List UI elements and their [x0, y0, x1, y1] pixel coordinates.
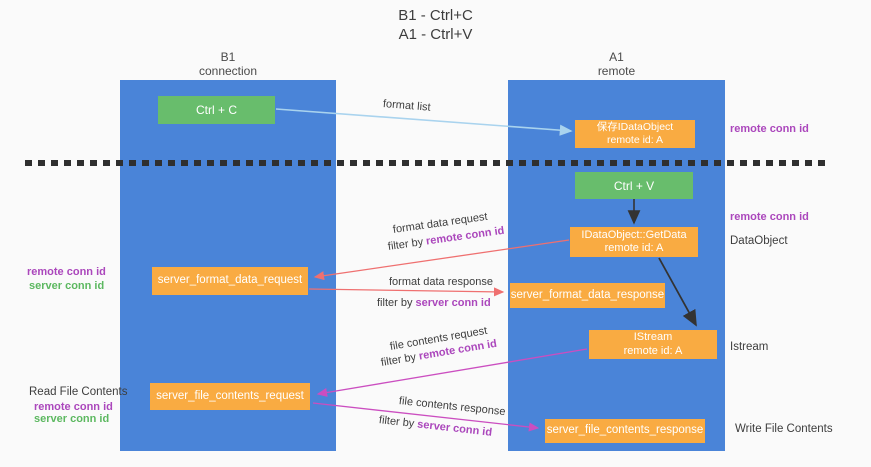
server-format-data-request-label: server_format_data_request	[157, 274, 303, 287]
server-file-contents-response-box: server_file_contents_response	[545, 419, 705, 443]
lifeline-right-header: A1 remote	[508, 50, 725, 78]
server-format-data-response-label: server_format_data_response	[510, 288, 665, 301]
server-file-contents-response-label: server_file_contents_response	[546, 424, 704, 437]
remote-conn-id-annotation-left-mid: remote conn id	[27, 266, 106, 278]
lifeline-right-role: remote	[597, 64, 636, 78]
lifeline-left-header: B1 connection	[120, 50, 336, 78]
diagram-title-line2: A1 - Ctrl+V	[398, 26, 473, 43]
diagram-title-line1: B1 - Ctrl+C	[398, 7, 473, 24]
server-conn-id-text: server conn id	[416, 418, 493, 439]
save-idataobject-box: 保存IDataObject remote id: A	[575, 120, 695, 148]
ctrl-v-box: Ctrl + V	[575, 172, 693, 199]
server-conn-id-annotation-left-bottom: server conn id	[34, 413, 110, 425]
file-contents-response-filter-label: filter by server conn id	[378, 414, 492, 439]
remote-conn-id-annotation-mid: remote conn id	[730, 211, 809, 223]
ctrl-c-label: Ctrl + C	[195, 103, 237, 117]
remote-conn-id-annotation-left-bottom: remote conn id	[34, 401, 113, 413]
istream-annotation: Istream	[730, 341, 769, 353]
read-file-contents-annotation: Read File Contents	[29, 386, 128, 398]
istream-box: IStream remote id: A	[589, 330, 717, 359]
server-conn-id-text: server conn id	[415, 297, 491, 309]
server-conn-id-annotation-left-mid: server conn id	[29, 280, 105, 292]
ctrl-v-label: Ctrl + V	[613, 178, 655, 193]
istream-line1: IStream	[633, 331, 673, 343]
remote-conn-id-annotation-top: remote conn id	[730, 123, 809, 135]
diagram-title: B1 - Ctrl+C A1 - Ctrl+V	[0, 6, 871, 44]
ctrl-c-box: Ctrl + C	[158, 96, 275, 124]
format-data-response-label: format data response	[389, 276, 493, 288]
lifeline-right-name: A1	[609, 50, 624, 64]
lifeline-left-role: connection	[198, 64, 258, 78]
filter-by-text: filter by	[377, 297, 416, 309]
getdata-line1: IDataObject::GetData	[581, 228, 687, 241]
format-list-label: format list	[382, 98, 432, 114]
save-idataobject-line2: remote id: A	[606, 134, 664, 146]
write-file-contents-annotation: Write File Contents	[735, 423, 833, 435]
lifeline-left-name: B1	[220, 50, 236, 64]
server-format-data-request-box: server_format_data_request	[152, 267, 308, 295]
format-data-response-filter-label: filter by server conn id	[377, 297, 491, 309]
server-format-data-response-box: server_format_data_response	[510, 283, 665, 308]
dataobject-annotation: DataObject	[730, 235, 788, 247]
server-file-contents-request-box: server_file_contents_request	[150, 383, 310, 410]
save-idataobject-line1: 保存IDataObject	[596, 121, 674, 133]
idataobject-getdata-box: IDataObject::GetData remote id: A	[570, 227, 698, 257]
filter-by-text: filter by	[380, 350, 420, 369]
file-contents-response-label: file contents response	[398, 395, 507, 419]
getdata-line2: remote id: A	[604, 242, 664, 254]
server-file-contents-request-label: server_file_contents_request	[156, 389, 304, 402]
istream-line2: remote id: A	[623, 344, 683, 357]
filter-by-text: filter by	[387, 235, 427, 253]
filter-by-text: filter by	[378, 414, 418, 431]
format-data-response-arrow	[308, 287, 505, 297]
